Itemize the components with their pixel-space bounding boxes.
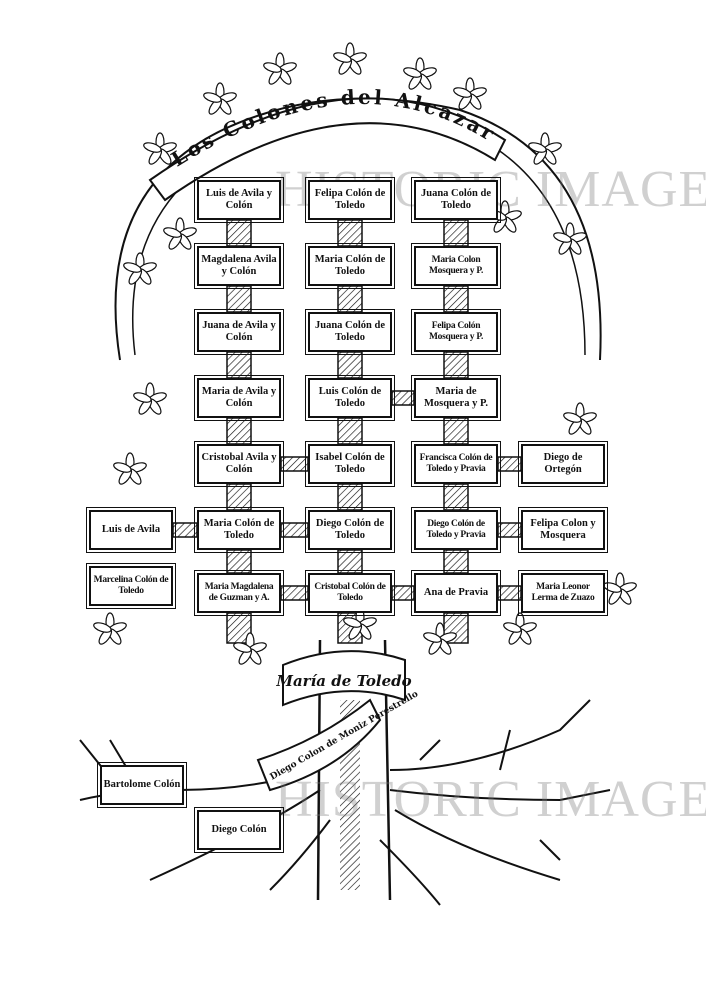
leaf <box>263 62 282 73</box>
post <box>443 483 469 511</box>
leaf <box>143 142 162 153</box>
leaf <box>333 52 352 63</box>
person-box: Diego Colón de Toledo <box>305 507 395 553</box>
person-box: Isabel Colón de Toledo <box>305 441 395 487</box>
person-box: Luis Colón de Toledo <box>305 375 395 421</box>
person-box: Francisca Colón de Toledo y Pravia <box>411 441 501 487</box>
leaf <box>123 262 142 273</box>
leaf <box>233 642 252 653</box>
connector-bar <box>280 456 309 472</box>
person-box: Felipa Colon y Mosquera <box>518 507 608 553</box>
post <box>337 549 363 574</box>
person-box: Juana Colón de Toledo <box>305 309 395 355</box>
person-box: Maria Colón de Toledo <box>194 507 284 553</box>
post <box>443 417 469 445</box>
connector-bar <box>497 522 522 538</box>
connector-bar <box>497 456 522 472</box>
person-box: Bartolome Colón <box>97 762 187 808</box>
connector-bar <box>497 585 522 601</box>
connector-bar <box>391 585 415 601</box>
leaf <box>343 617 362 628</box>
person-box: Maria Magdalena de Guzman y A. <box>194 570 284 616</box>
post <box>337 219 363 247</box>
person-box: Diego de Ortegón <box>518 441 608 487</box>
person-box: Diego Colón de Toledo y Pravia <box>411 507 501 553</box>
post <box>443 285 469 313</box>
leaf <box>563 412 582 423</box>
person-box: Juana de Avila y Colón <box>194 309 284 355</box>
post <box>226 483 252 511</box>
leaf <box>113 462 132 473</box>
person-box: Maria Leonor Lerma de Zuazo <box>518 570 608 616</box>
connector-posts <box>172 219 522 644</box>
person-box: Magdalena Avila y Colón <box>194 243 284 289</box>
person-box: Luis de Avila <box>86 507 176 553</box>
post <box>337 285 363 313</box>
leaf <box>93 622 112 633</box>
person-box: Diego Colón <box>194 807 284 853</box>
leaf <box>503 622 522 633</box>
leaf <box>423 632 442 643</box>
person-box: Maria Colon Mosquera y P. <box>411 243 501 289</box>
person-box: Cristobal Avila y Colón <box>194 441 284 487</box>
post <box>443 549 469 574</box>
leaf <box>553 232 572 243</box>
post <box>443 351 469 379</box>
person-box: Maria Colón de Toledo <box>305 243 395 289</box>
watermark-bottom: HISTORIC IMAGES <box>275 771 706 828</box>
post <box>226 549 252 574</box>
person-box: Ana de Pravia <box>411 570 501 616</box>
connector-bar <box>280 522 309 538</box>
leaf <box>133 392 152 403</box>
person-box: Maria de Mosquera y P. <box>411 375 501 421</box>
person-box: Luis de Avila y Colón <box>194 177 284 223</box>
person-box: Juana Colón de Toledo <box>411 177 501 223</box>
leaf <box>203 92 222 103</box>
connector-bar <box>280 585 309 601</box>
root-banner <box>256 698 382 792</box>
post <box>226 351 252 379</box>
post <box>443 219 469 247</box>
person-box: Felipa Colón Mosquera y P. <box>411 309 501 355</box>
person-box: Felipa Colón de Toledo <box>305 177 395 223</box>
post <box>226 285 252 313</box>
leaf <box>528 142 547 153</box>
post <box>337 417 363 445</box>
title-banner <box>148 97 507 202</box>
post <box>226 417 252 445</box>
post <box>337 351 363 379</box>
post <box>337 483 363 511</box>
person-box: Marcelina Colón de Toledo <box>86 563 176 609</box>
trunk-banner-text: María de Toledo <box>275 672 411 690</box>
leaves <box>93 42 637 665</box>
trunk-banner <box>282 650 406 707</box>
leaf <box>163 227 182 238</box>
person-box: Cristobal Colón de Toledo <box>305 570 395 616</box>
leaf <box>453 87 472 98</box>
connector-bar <box>391 390 415 406</box>
connector-bar <box>172 522 198 538</box>
post <box>226 219 252 247</box>
person-box: Maria de Avila y Colón <box>194 375 284 421</box>
leaf <box>403 67 422 78</box>
